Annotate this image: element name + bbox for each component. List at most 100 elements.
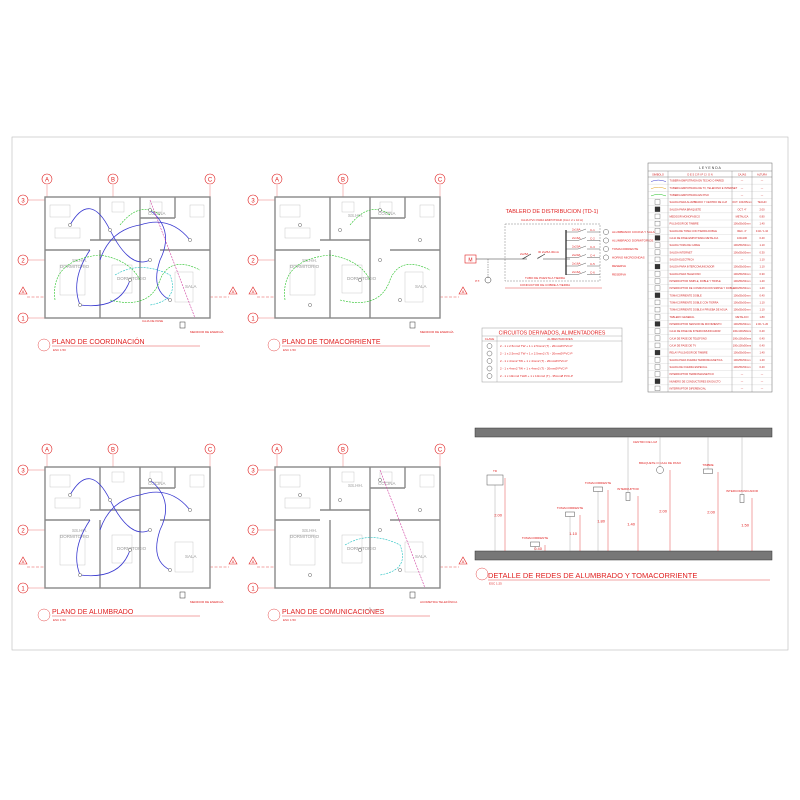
plan-note: MEDIDOR DE ENERGÍA [190, 330, 224, 334]
furniture [54, 227, 81, 239]
legend-height: 0.80 [759, 214, 765, 218]
ground-rod-icon [484, 276, 492, 284]
legend-height: 1.10 [759, 300, 765, 304]
grid-bubble-col [107, 173, 119, 185]
grid-bubble-col [337, 443, 349, 455]
lighting-wire [99, 491, 191, 531]
detail-item: TD2.00 [486, 469, 506, 551]
board-bottom-1: TUBO DE PUESTA A TIERRA [525, 276, 565, 280]
plan-title-bubble [37, 608, 51, 622]
light-outlet-icon [378, 208, 382, 212]
legend-box: 100x55x50mm [733, 272, 750, 276]
circuit-bubble [603, 229, 609, 235]
detail-height: 2.00 [494, 513, 503, 518]
legend-height: 1.40 [759, 358, 765, 362]
light-outlet-icon [378, 258, 382, 262]
grid-label: 3 [251, 199, 255, 205]
distribution-board-diagram: TABLERO DE DISTRIBUCION (TD-1) CAJA PVC … [464, 209, 655, 289]
plan-title: PLANO DE COMUNICACIONES [282, 609, 385, 616]
legend-symbol-icon [654, 213, 661, 219]
legend-description: SALIDA PARA FUERZA TERMOMAGNETICA [670, 358, 723, 362]
grid-bubble-row [17, 312, 29, 324]
light-outlet-icon [298, 223, 302, 227]
legend-description: CAJA DE PASE DE INTERCOMUNICADOR [670, 329, 721, 333]
load-label: TOMACORRIENTE [612, 247, 638, 251]
furniture [49, 474, 71, 488]
furniture [111, 201, 125, 213]
grid-bubble-col [434, 443, 446, 455]
legend-height: 1.40 [759, 222, 765, 226]
room-label: COCINA [148, 211, 166, 216]
legend-box: --- [741, 373, 744, 376]
legend-description: SALIDA DE TOMA CON TIERRA DOBLE [670, 229, 718, 233]
legend-description: SALIDA TOMA DE CABLE [670, 243, 701, 247]
section-label: A [252, 559, 255, 564]
legend-description: INTERRUPTOR SIMPLE, DOBLE Y TRIPLE [670, 279, 722, 283]
legend-box: 100x100 [737, 236, 748, 240]
legend-line-symbol [650, 187, 667, 189]
device-box-icon [703, 468, 713, 474]
section-marker [248, 286, 258, 295]
plan-title: PLANO DE ALUMBRADO [52, 609, 134, 616]
grid-label: C [438, 178, 443, 184]
section-label: A [252, 289, 255, 294]
switch-icon [739, 494, 745, 503]
circuits-header-key: CLAVE [485, 337, 495, 341]
page-mark: 1 [369, 606, 371, 610]
legend-symbol-icon [654, 328, 661, 334]
legend-description: TABLERO GENERAL [670, 315, 696, 319]
light-outlet-icon [398, 298, 402, 302]
legend-row: INTERRUPTOR DIFERENCIAL------ [648, 385, 772, 393]
grid-label: 2 [251, 529, 255, 535]
legend-row: INTERRUPTOR DE CONMUTACION SIMPLE Y DOBL… [648, 285, 772, 292]
legend-description: SALIDA INTERNET [670, 250, 693, 254]
breaker-label: 2x16A [572, 270, 581, 274]
grid-bubble-row [17, 582, 29, 594]
detail-scale: ESC 1:25 [489, 582, 502, 586]
legend-table: L E Y E N D A SIMBOLO D E S C R I P C I … [647, 162, 773, 393]
device-box-icon [486, 474, 504, 486]
grid-bubble-row [247, 254, 259, 266]
plan-title-bubble [267, 608, 281, 622]
legend-symbol-icon [654, 271, 661, 277]
furniture [341, 201, 355, 213]
furniture [111, 471, 125, 483]
breaker-label: 2x16A [572, 236, 581, 240]
device-box-icon [530, 541, 540, 547]
room-label: DORMITORIO [290, 264, 320, 269]
grid-label: 2 [21, 529, 25, 535]
room-label: COCINA [378, 481, 396, 486]
sheet-border [11, 136, 789, 651]
lighting-wire [69, 208, 151, 263]
room-label: DORMITORIO [347, 546, 377, 551]
room-label: DORMITORIO [117, 276, 147, 281]
circuit-bubble [603, 246, 609, 252]
furniture [111, 534, 133, 564]
light-outlet-icon [338, 498, 342, 502]
grid-bubble-row [17, 524, 29, 536]
load-label: ALUMBRADO DORMITORIOS [612, 239, 653, 243]
legend-box: METALICO [735, 315, 748, 319]
detail-item-label: INTERRUPTOR [617, 487, 639, 491]
grid-label: C [208, 448, 213, 454]
legend-box: 100x55x50mm [733, 222, 750, 226]
light-outlet-icon [68, 223, 72, 227]
switch-icon [625, 492, 631, 501]
grid-bubble-row [17, 464, 29, 476]
section-label: A [462, 289, 465, 294]
legend-box: 100x55x50mm [733, 358, 750, 362]
room-label: SALA [185, 554, 197, 559]
legend-symbol-icon [654, 357, 661, 363]
room-label: SS.HH. [72, 258, 87, 263]
legend-description: INTERRUPTOR DE CONMUTACION SIMPLE Y DOBL… [670, 286, 736, 290]
load-label: RESERVA [612, 264, 626, 268]
legend-symbol-icon [654, 350, 661, 356]
